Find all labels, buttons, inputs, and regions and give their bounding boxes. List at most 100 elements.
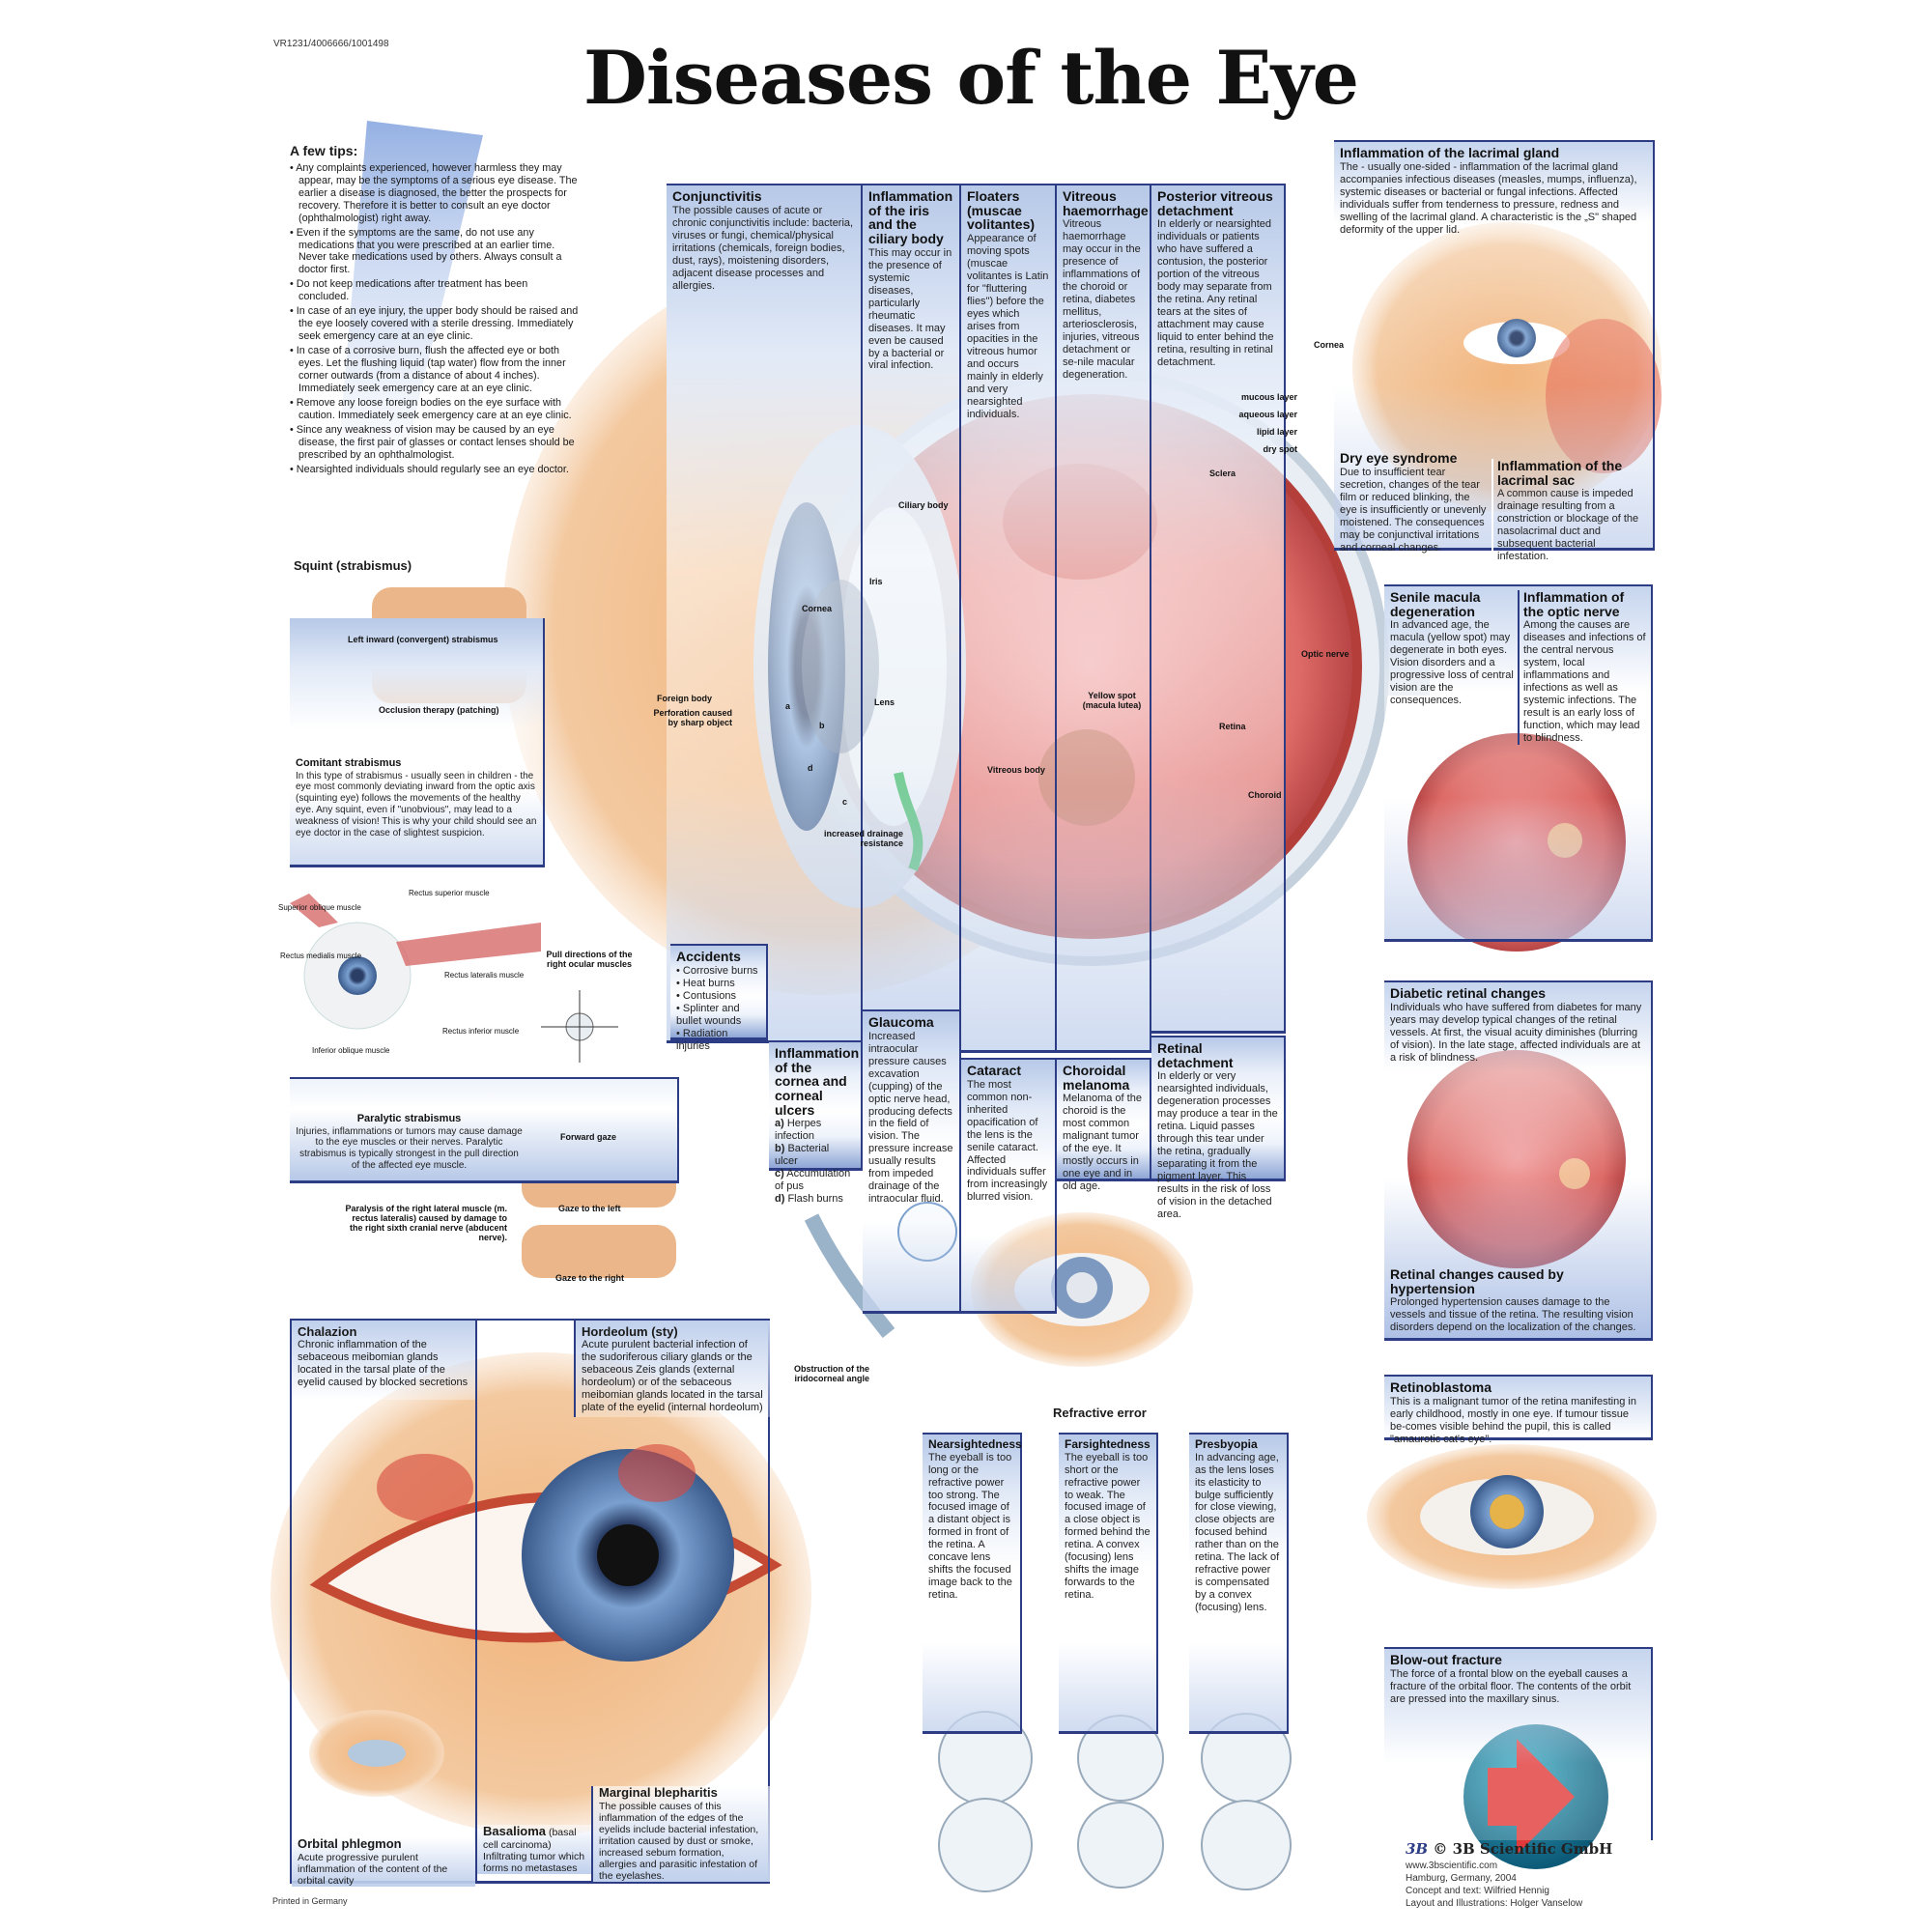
tip-item: Even if the symptoms are the same, do no… [290,227,580,277]
3b-logo: 3B [1406,1840,1429,1858]
tips-section: A few tips: Any complaints experienced, … [290,143,580,478]
panel-iris-inflammation: Inflammation of the iris and the ciliary… [863,184,961,1014]
basalioma-section: Basalioma (basal cell carcinoma) Infiltr… [477,1824,591,1875]
label-b: b [819,721,825,730]
label-mucous-layer: mucous layer [1240,392,1297,402]
panel-text: Vitreous haemorrhage may occur in the pr… [1063,218,1141,381]
panel-title: Conjunctivitis [672,188,762,204]
panel-macula-optic: Senile macula degeneration In advanced a… [1384,584,1653,942]
refractive-diagrams [938,1711,1292,1892]
label-aqueous-layer: aqueous layer [1238,410,1297,419]
panel-accidents: Accidents • Corrosive burns • Heat burns… [670,944,768,1052]
panel-posterior-vitreous: Posterior vitreous detachment In elderly… [1151,184,1286,1034]
panel-retinoblastoma: Retinoblastoma This is a malignant tumor… [1384,1375,1653,1445]
hypertension-section: Retinal changes caused by hypertension P… [1390,1267,1646,1334]
label-iris: Iris [869,577,883,586]
label-ciliary-body: Ciliary body [898,500,949,510]
label-optic-nerve: Optic nerve [1301,649,1350,659]
squint-heading: Squint (strabismus) [294,558,412,573]
panel-text: Melanoma of the choroid is the most comm… [1063,1093,1142,1193]
panel-presbyopia: Presbyopia In advancing age, as the lens… [1189,1433,1289,1734]
panel-text: The eyeball is too short or the refracti… [1065,1451,1151,1602]
panel-text: Among the causes are diseases and infect… [1523,619,1646,745]
panel-blowout: Blow-out fracture The force of a frontal… [1384,1647,1653,1840]
panel-text: Acute progressive purulent inflammation … [298,1851,448,1888]
list-item: • Splinter and bullet wounds [676,1002,742,1027]
panel-title: Inflammation of the optic nerve [1523,589,1625,619]
label-lens: Lens [874,697,895,707]
tip-item: Remove any loose foreign bodies on the e… [290,397,580,422]
panel-text: Increased intraocular pressure causes ex… [868,1030,953,1206]
tip-item: In case of an eye injury, the upper body… [290,305,580,343]
panel-text: In advanced age, the macula (yellow spot… [1390,619,1514,707]
label-retina: Retina [1219,722,1246,731]
tip-item: In case of a corrosive burn, flush the a… [290,345,580,395]
orbital-section: Orbital phlegmon Acute progressive purul… [292,1836,475,1888]
panel-title: Blow-out fracture [1390,1652,1502,1667]
label-gaze-right: Gaze to the right [555,1273,625,1283]
list-item: • Corrosive burns [676,964,758,977]
panel-retinal-detachment: Retinal detachment In elderly or very ne… [1151,1036,1286,1220]
list-item: d) Flash burns [775,1193,843,1206]
page-title: Diseases of the Eye [582,35,1359,121]
label-inferior-oblique: Inferior oblique muscle [312,1046,390,1055]
panel-choroidal-melanoma: Choroidal melanoma Melanoma of the choro… [1057,1058,1151,1192]
panel-cataract: Cataract The most common non-inherited o… [961,1058,1057,1314]
panel-text: Acute purulent bacterial infection of th… [582,1339,763,1414]
panel-text: Individuals who have suffered from diabe… [1390,1001,1642,1064]
panel-title: Choroidal melanoma [1063,1063,1130,1093]
panel-text: Injuries, inflammations or tumors may ca… [296,1125,523,1171]
label-drainage: increased drainage resistance [823,829,903,848]
refractive-heading: Refractive error [1053,1406,1147,1420]
panel-title: Accidents [676,949,741,964]
label-d: d [808,763,813,773]
macula-section: Senile macula degeneration In advanced a… [1390,590,1518,707]
label-perforation: Perforation caused by sharp object [653,708,732,727]
list-item: • Heat burns [676,977,735,989]
list-item: b) Bacterial ulcer [775,1143,830,1168]
credit-concept: Concept and text: Wilfried Hennig [1406,1885,1549,1896]
panel-title: Chalazion [298,1324,357,1339]
panel-text: The eyeball is too long or the refractiv… [928,1451,1012,1602]
panel-floaters: Floaters (muscae volitantes) Appearance … [961,184,1057,1053]
hordeolum-section: Hordeolum (sty) Acute purulent bacterial… [574,1321,770,1417]
label-superior-oblique: Superior oblique muscle [278,903,361,912]
panel-text: This may occur in the presence of system… [868,246,952,372]
panel-text: A common cause is impeded drainage resul… [1497,488,1639,563]
panel-title: Retinal changes caused by hypertension [1390,1266,1564,1296]
panel-cornea-ulcers: Inflammation of the cornea and corneal u… [769,1040,863,1205]
panel-farsightedness: Farsightedness The eyeball is too short … [1059,1433,1158,1734]
label-lipid-layer: lipid layer [1256,427,1297,437]
label-sclera: Sclera [1209,469,1236,478]
panel-text: The force of a frontal blow on the eyeba… [1390,1667,1632,1705]
comitant-section: Comitant strabismus In this type of stra… [296,757,537,838]
blepharitis-section: Marginal blepharitis The possible causes… [591,1785,770,1883]
panel-squint: Comitant strabismus In this type of stra… [290,618,545,867]
panel-title: Inflammation of the iris and the ciliary… [868,188,953,247]
panel-title: Retinoblastoma [1390,1379,1492,1395]
chalazion-section: Chalazion Chronic inflammation of the se… [292,1321,475,1400]
dry-eye-section: Dry eye syndrome Due to insufficient tea… [1340,451,1490,554]
panel-eyelid-diseases: Chalazion Chronic inflammation of the se… [290,1319,770,1888]
panel-title: Hordeolum (sty) [582,1324,678,1339]
printed-note: Printed in Germany [272,1896,348,1906]
panel-title: Diabetic retinal changes [1390,985,1547,1001]
list-item: c) Accumulation of pus [775,1168,851,1193]
label-c: c [842,797,848,807]
label-yellow-spot: Yellow spot (macula lutea) [1082,691,1142,710]
panel-title: Retinal detachment [1157,1040,1234,1070]
list-item: a) Herpes infection [775,1118,822,1143]
panel-text: The - usually one-sided - inflammation o… [1340,160,1637,236]
panel-paralytic: Paralytic strabismus Injuries, inflammat… [290,1077,679,1183]
tip-item: Since any weakness of vision may be caus… [290,424,580,462]
panel-title: Senile macula degeneration [1390,589,1481,619]
tip-item: Any complaints experienced, however harm… [290,162,580,225]
label-gaze-left: Gaze to the left [558,1204,621,1213]
company-name: 3B © 3B Scientific GmbH [1406,1840,1613,1858]
label-dry-spot: dry spot [1263,444,1297,454]
panel-title: Glaucoma [868,1014,934,1030]
panel-vitreous-haemorrhage: Vitreous haemorrhage Vitreous haemorrhag… [1057,184,1151,1053]
label-cornea: Cornea [802,604,833,613]
panel-text: Chronic inflammation of the sebaceous me… [298,1339,469,1389]
company-url[interactable]: www.3bscientific.com [1406,1860,1498,1871]
